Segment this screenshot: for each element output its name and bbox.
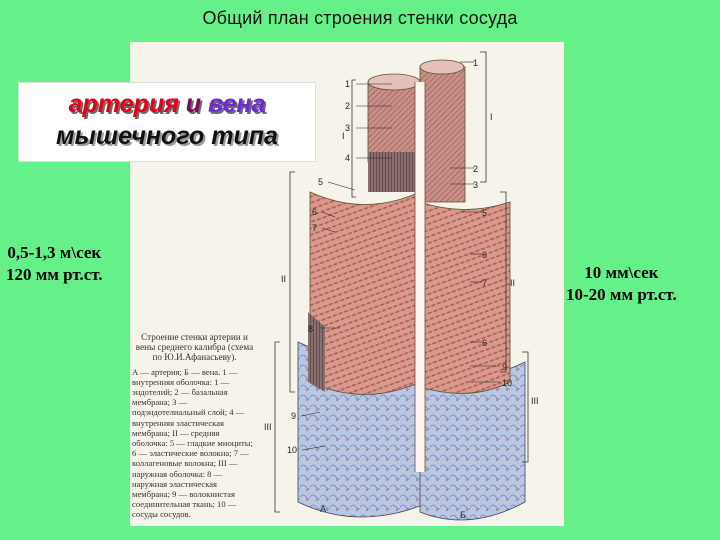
- label-vein-6b: 6: [482, 338, 487, 348]
- word-artery: артерия: [69, 90, 179, 118]
- label-artery-9: 9: [291, 411, 296, 421]
- label-a: А: [320, 504, 326, 514]
- label-vein-3: 3: [473, 180, 478, 190]
- vessel-type-heading: артерия и вена мышечного типа: [18, 82, 316, 162]
- vein-speed: 10 мм\сек: [566, 262, 677, 284]
- label-artery-4: 4: [345, 153, 350, 163]
- label-vein-2: 2: [473, 164, 478, 174]
- label-vein-1: 1: [473, 58, 478, 68]
- figure-caption: Строение стенки артерии и вены среднего …: [132, 332, 257, 520]
- label-artery-2: 2: [345, 101, 350, 111]
- vein-pressure: 10-20 мм рт.ст.: [566, 284, 677, 306]
- slide-title: Общий план строения стенки сосуда: [0, 8, 720, 29]
- caption-body: А — артерия; Б — вена. 1 — внутренняя об…: [132, 367, 257, 520]
- artery-speed: 0,5-1,3 м\сек: [6, 242, 103, 264]
- roman-artery-1: I: [342, 131, 345, 141]
- word-and: и: [186, 90, 201, 118]
- roman-vein-1: I: [490, 112, 493, 122]
- label-artery-7: 7: [312, 223, 317, 233]
- label-vein-9: 9: [502, 362, 507, 372]
- word-vein: вена: [208, 90, 265, 118]
- caption-title: Строение стенки артерии и вены среднего …: [132, 332, 257, 363]
- label-b: Б: [460, 510, 466, 520]
- roman-artery-2: II: [281, 274, 286, 284]
- label-artery-5: 5: [318, 177, 323, 187]
- label-vein-6: 6: [482, 250, 487, 260]
- artery-pressure: 120 мм рт.ст.: [6, 264, 103, 286]
- roman-vein-2: II: [510, 278, 515, 288]
- artery-stats: 0,5-1,3 м\сек 120 мм рт.ст.: [6, 242, 103, 286]
- roman-vein-3: III: [531, 396, 539, 406]
- label-artery-8: 8: [308, 324, 313, 334]
- roman-artery-3: III: [264, 422, 272, 432]
- label-vein-5: 5: [482, 208, 487, 218]
- vessel-type-line1: артерия и вена: [19, 89, 315, 119]
- vessel-type-line2: мышечного типа: [19, 119, 315, 153]
- label-artery-6: 6: [312, 207, 317, 217]
- label-vein-7: 7: [482, 278, 487, 288]
- label-artery-3: 3: [345, 123, 350, 133]
- label-artery-10: 10: [287, 445, 297, 455]
- label-vein-10: 10: [502, 378, 512, 388]
- vein-stats: 10 мм\сек 10-20 мм рт.ст.: [566, 262, 677, 306]
- label-artery-1: 1: [345, 79, 350, 89]
